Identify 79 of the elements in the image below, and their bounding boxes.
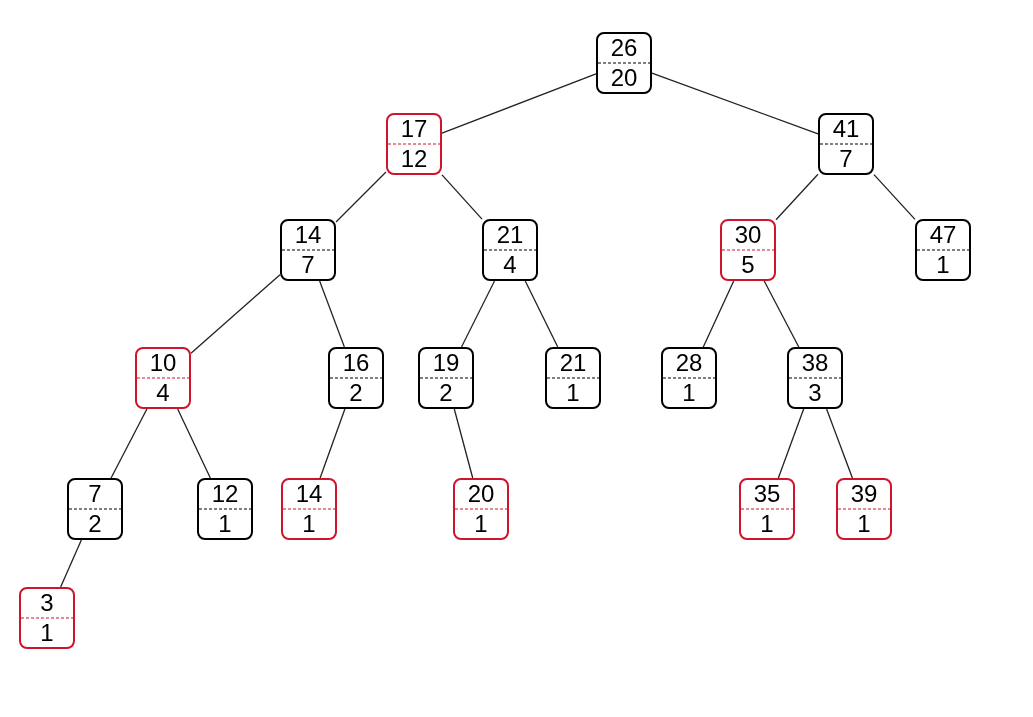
- tree-edge: [177, 408, 211, 479]
- tree-edge: [110, 408, 148, 479]
- tree-node: [67, 478, 123, 540]
- subtree-size: 1: [474, 510, 488, 538]
- key-value: 19: [432, 349, 460, 377]
- tree-node: [739, 478, 795, 540]
- key-value: 12: [211, 480, 239, 508]
- subtree-size: 5: [741, 251, 755, 279]
- tree-node: [836, 478, 892, 540]
- key-value: 16: [342, 349, 370, 377]
- tree-edge: [763, 280, 800, 348]
- key-value: 17: [400, 115, 428, 143]
- tree-edge: [319, 280, 346, 348]
- subtree-size: 1: [218, 510, 232, 538]
- subtree-size: 1: [760, 510, 774, 538]
- subtree-size: 1: [302, 510, 316, 538]
- key-value: 14: [295, 480, 323, 508]
- tree-node: [281, 478, 337, 540]
- tree-node: [328, 347, 384, 409]
- tree-edge: [651, 72, 819, 135]
- subtree-size: 1: [857, 510, 871, 538]
- subtree-size: 4: [503, 251, 517, 279]
- subtree-size: 20: [610, 64, 638, 92]
- subtree-size: 3: [808, 379, 822, 407]
- tree-edge: [777, 408, 805, 479]
- tree-edge: [702, 280, 735, 348]
- subtree-size: 1: [936, 251, 950, 279]
- key-value: 26: [610, 34, 638, 62]
- tree-node: [418, 347, 474, 409]
- tree-node: [596, 32, 652, 94]
- tree-node: [197, 478, 253, 540]
- key-value: 39: [850, 480, 878, 508]
- subtree-size: 2: [349, 379, 363, 407]
- key-value: 41: [832, 115, 860, 143]
- key-value: 14: [294, 221, 322, 249]
- subtree-size: 7: [301, 251, 315, 279]
- subtree-size: 1: [566, 379, 580, 407]
- key-value: 28: [675, 349, 703, 377]
- tree-edge: [453, 408, 474, 479]
- subtree-size: 7: [839, 145, 853, 173]
- tree-node: [135, 347, 191, 409]
- tree-edge: [873, 173, 916, 221]
- tree-node: [720, 219, 776, 281]
- key-value: 21: [559, 349, 587, 377]
- tree-node: [915, 219, 971, 281]
- key-value: 10: [149, 349, 177, 377]
- tree-edge: [335, 171, 387, 223]
- subtree-size: 1: [682, 379, 696, 407]
- key-value: 21: [496, 221, 524, 249]
- tree-node: [661, 347, 717, 409]
- key-value: 7: [88, 480, 102, 508]
- tree-edge: [524, 280, 559, 348]
- tree-node: [19, 587, 75, 649]
- tree-edge: [775, 173, 819, 221]
- tree-edge: [441, 174, 483, 220]
- tree-node: [453, 478, 509, 540]
- key-value: 20: [467, 480, 495, 508]
- tree-edge: [460, 280, 496, 348]
- tree-node: [280, 219, 336, 281]
- tree-edge: [60, 539, 82, 588]
- subtree-size: 2: [88, 510, 102, 538]
- tree-node: [818, 113, 874, 175]
- subtree-size: 4: [156, 379, 170, 407]
- key-value: 30: [734, 221, 762, 249]
- tree-edge: [190, 274, 281, 354]
- tree-node: [787, 347, 843, 409]
- tree-node: [545, 347, 601, 409]
- key-value: 35: [753, 480, 781, 508]
- tree-edge: [441, 73, 597, 134]
- key-value: 3: [40, 589, 54, 617]
- tree-edge: [319, 408, 346, 479]
- subtree-size: 12: [400, 145, 428, 173]
- tree-node: [482, 219, 538, 281]
- subtree-size: 1: [40, 619, 54, 647]
- key-value: 47: [929, 221, 957, 249]
- tree-node: [386, 113, 442, 175]
- key-value: 38: [801, 349, 829, 377]
- subtree-size: 2: [439, 379, 453, 407]
- tree-edge: [825, 408, 854, 479]
